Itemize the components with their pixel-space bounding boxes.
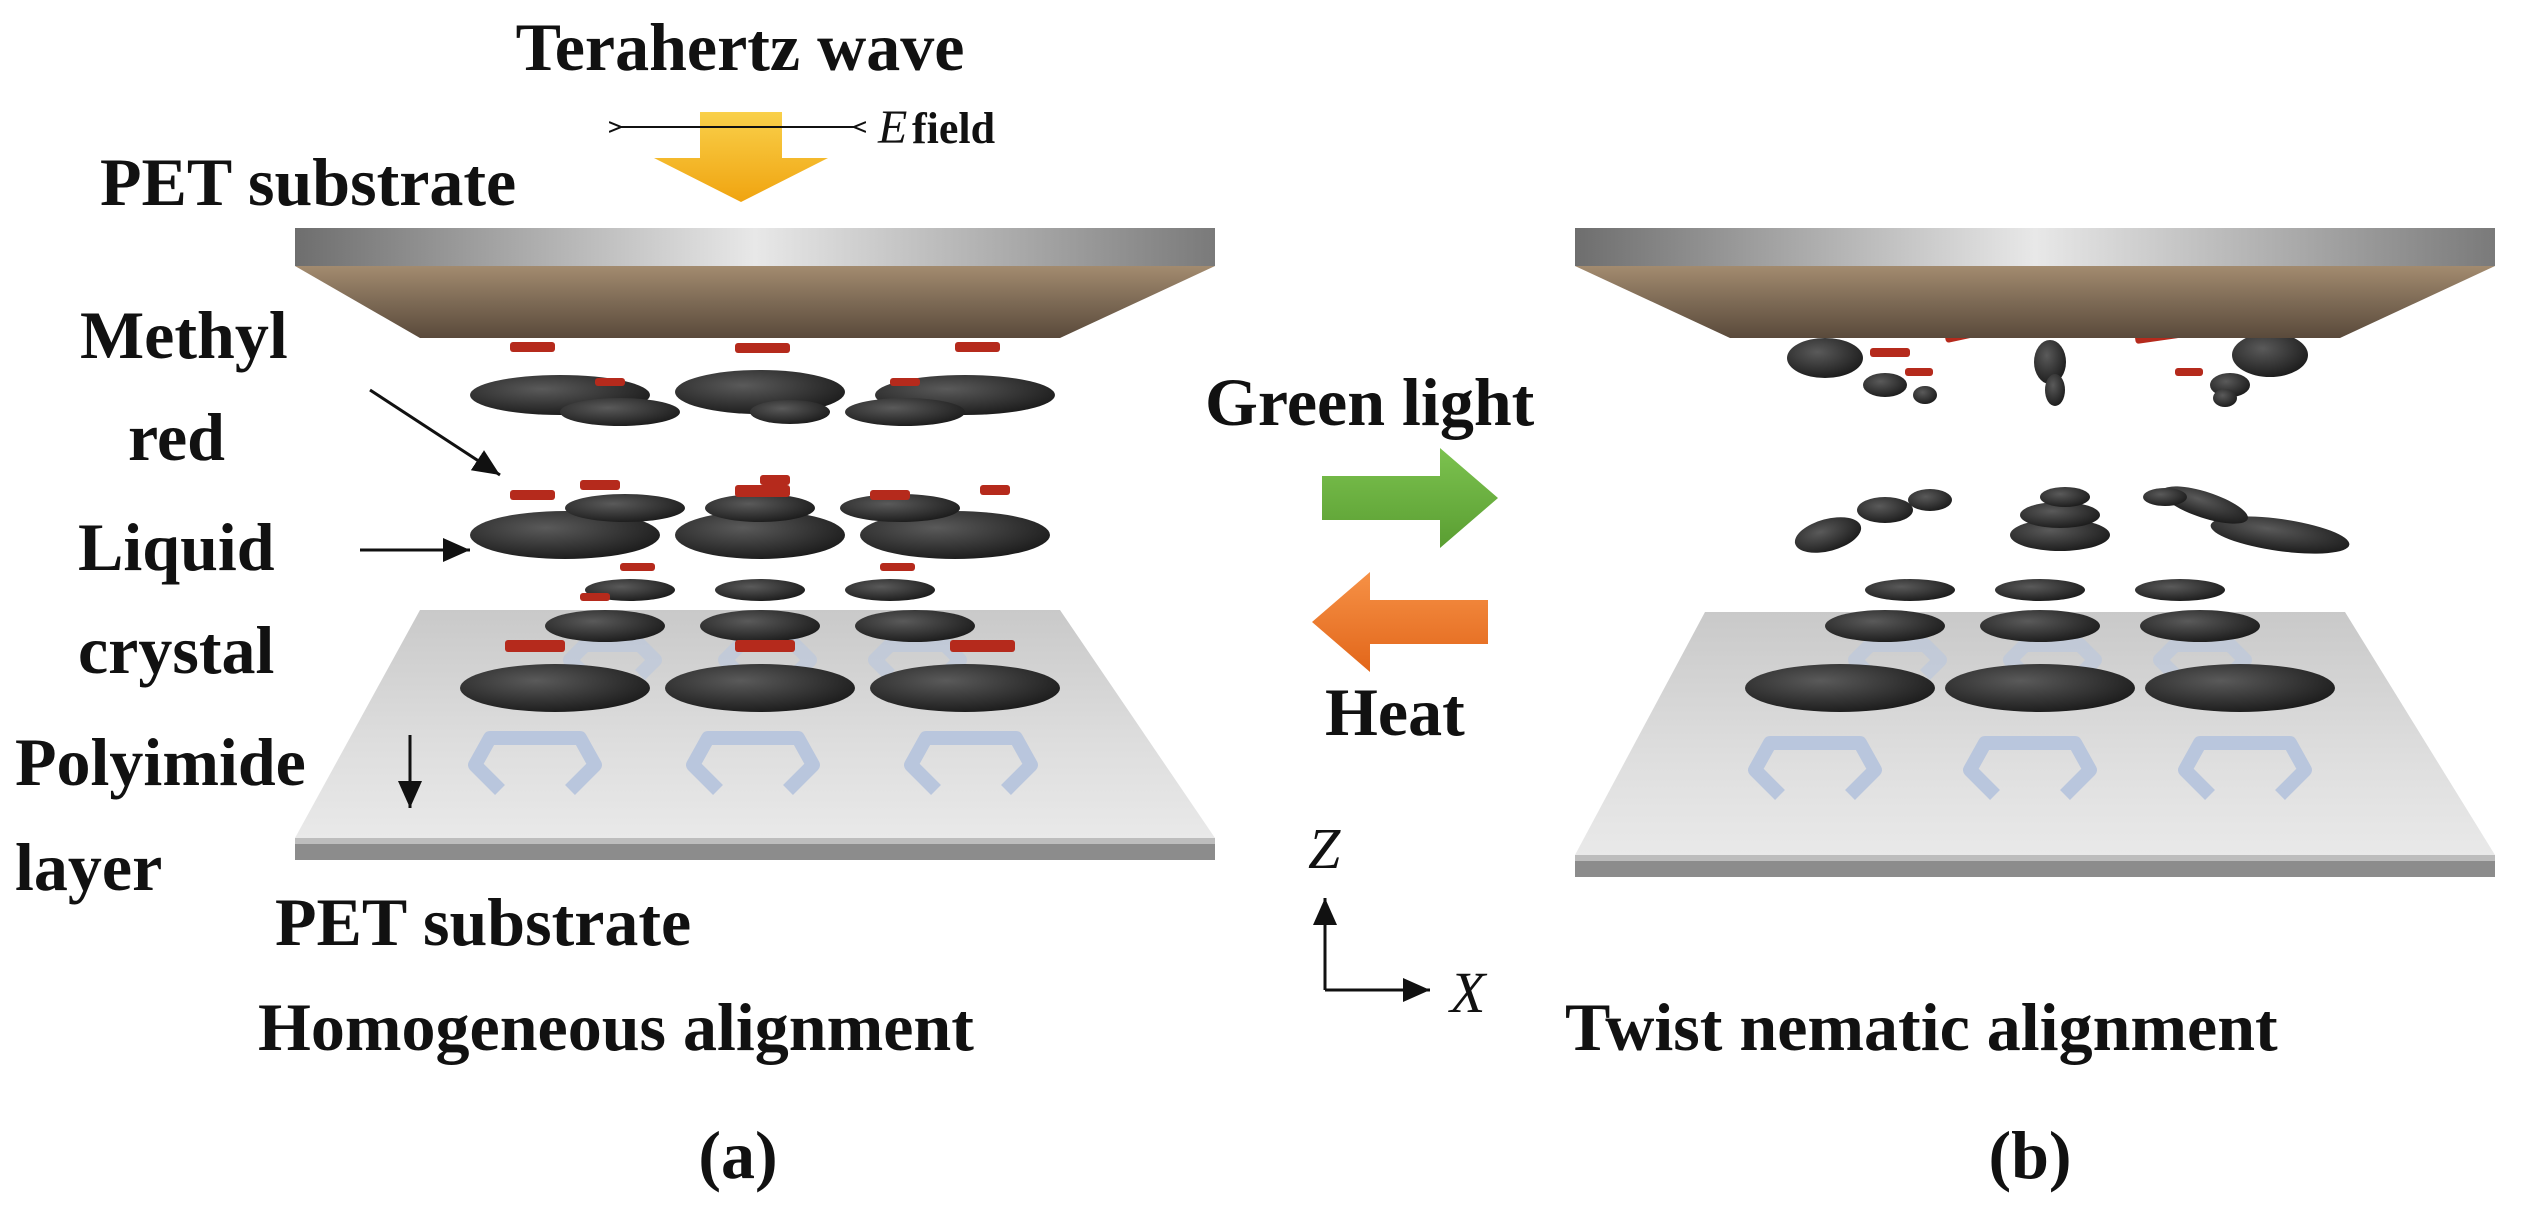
split-ring-resonators-b: [1748, 638, 2312, 800]
e-field-symbol: E: [877, 101, 907, 154]
methyl-red-label-line1: Methyl: [80, 297, 288, 373]
methyl-red-dye-a: [505, 342, 1015, 652]
twist-nematic-alignment-label: Twist nematic alignment: [1565, 989, 2278, 1065]
terahertz-wave-label: Terahertz wave: [516, 9, 965, 85]
pointer-arrows: [360, 388, 501, 808]
panel-a-label: (a): [698, 1117, 777, 1193]
polyimide-label-line2: layer: [15, 829, 162, 905]
z-axis-label: Z: [1308, 816, 1341, 881]
green-light-arrow: [1322, 448, 1498, 548]
panel-a-scene: [295, 228, 1215, 860]
liquid-crystal-molecules-b: [1745, 333, 2350, 712]
top-pet-substrate-b: [1575, 228, 2495, 338]
panel-b-label: (b): [1988, 1117, 2071, 1193]
panel-b-scene: [1575, 228, 2495, 877]
heat-arrow: [1312, 572, 1488, 672]
green-light-label: Green light: [1205, 364, 1535, 440]
homogeneous-alignment-label: Homogeneous alignment: [258, 989, 974, 1065]
split-ring-resonators-a: [468, 638, 1038, 795]
terahertz-wave-arrow: [654, 112, 828, 202]
e-field-word: field: [912, 104, 995, 153]
bottom-pet-substrate-label: PET substrate: [275, 884, 691, 960]
methyl-red-pointer: [369, 388, 501, 477]
liquid-crystal-label-line1: Liquid: [78, 509, 275, 585]
liquid-crystal-label-line2: crystal: [78, 612, 274, 688]
top-pet-substrate-label: PET substrate: [100, 144, 516, 220]
x-axis-label: X: [1448, 960, 1488, 1025]
coordinate-axes: [1313, 898, 1430, 1002]
polyimide-label-line1: Polyimide: [15, 724, 306, 800]
methyl-red-label-line2: red: [128, 399, 225, 475]
top-pet-substrate-a: [295, 228, 1215, 338]
heat-label: Heat: [1325, 674, 1465, 750]
liquid-crystal-molecules-a: [460, 370, 1060, 712]
